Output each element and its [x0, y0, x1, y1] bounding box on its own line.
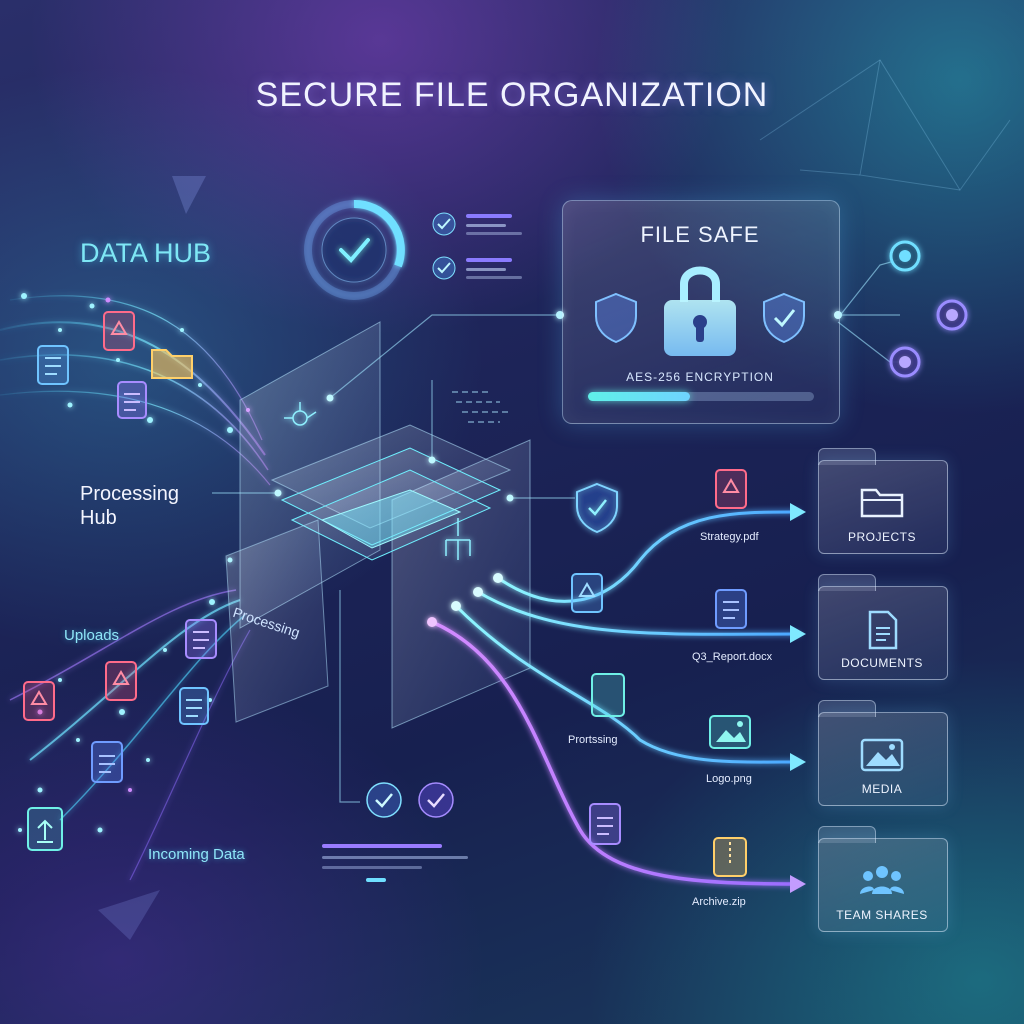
network-lines — [759, 59, 1011, 191]
folder-icon — [860, 488, 904, 518]
data-dashes — [452, 391, 508, 423]
image-icon — [860, 738, 904, 772]
incoming-stream-top — [0, 295, 271, 486]
flow-annotation: Prortssing — [568, 734, 618, 746]
folder-documents[interactable]: DOCUMENTS — [818, 574, 948, 680]
document-icon — [868, 610, 898, 650]
uploads-label: Uploads — [64, 627, 120, 644]
file-safe-title: FILE SAFE — [640, 222, 760, 247]
connector-nodes — [274, 311, 842, 502]
data-hub-label: DATA HUB — [80, 238, 212, 268]
folder-label: MEDIA — [861, 782, 903, 796]
flow-arrows — [790, 503, 806, 893]
encryption-label: AES-256 ENCRYPTION — [626, 370, 774, 384]
folder-media[interactable]: MEDIA — [818, 700, 948, 806]
encryption-progress — [588, 392, 814, 401]
page-title: SECURE FILE ORGANIZATION — [255, 76, 769, 114]
team-icon — [860, 866, 904, 894]
hub-connectors — [212, 257, 906, 803]
outgoing-flows — [431, 510, 801, 886]
lock-icon — [595, 266, 805, 356]
status-bars — [322, 844, 468, 882]
processing-hub-label: Processing Hub — [80, 483, 179, 529]
folder-label: PROJECTS — [847, 530, 916, 544]
processing-panel — [225, 519, 329, 723]
encryption-progress-fill — [588, 392, 690, 401]
particles — [18, 293, 233, 833]
checklist-icon — [432, 212, 522, 280]
folder-label: DOCUMENTS — [841, 656, 923, 670]
circuit-icon — [284, 402, 471, 560]
incoming-stream-bottom — [9, 589, 251, 881]
shield-left-icon — [595, 292, 637, 344]
file-label: Archive.zip — [692, 896, 746, 908]
decor-triangle — [98, 890, 160, 940]
network-nodes — [889, 240, 968, 378]
shield-right-icon — [763, 292, 805, 344]
file-label: Strategy.pdf — [700, 531, 759, 543]
folder-label: TEAM SHARES — [836, 908, 928, 922]
verified-checks-icon — [366, 782, 454, 818]
incoming-data-label: Incoming Data — [148, 846, 245, 863]
file-label: Q3_Report.docx — [692, 651, 773, 663]
decor-triangle — [172, 176, 206, 214]
folder-projects[interactable]: PROJECTS — [818, 448, 948, 554]
folder-team-shares[interactable]: TEAM SHARES — [818, 826, 948, 932]
status-ring-icon — [304, 199, 405, 300]
file-label: Logo.png — [706, 773, 752, 785]
shield-check-icon — [576, 482, 618, 534]
